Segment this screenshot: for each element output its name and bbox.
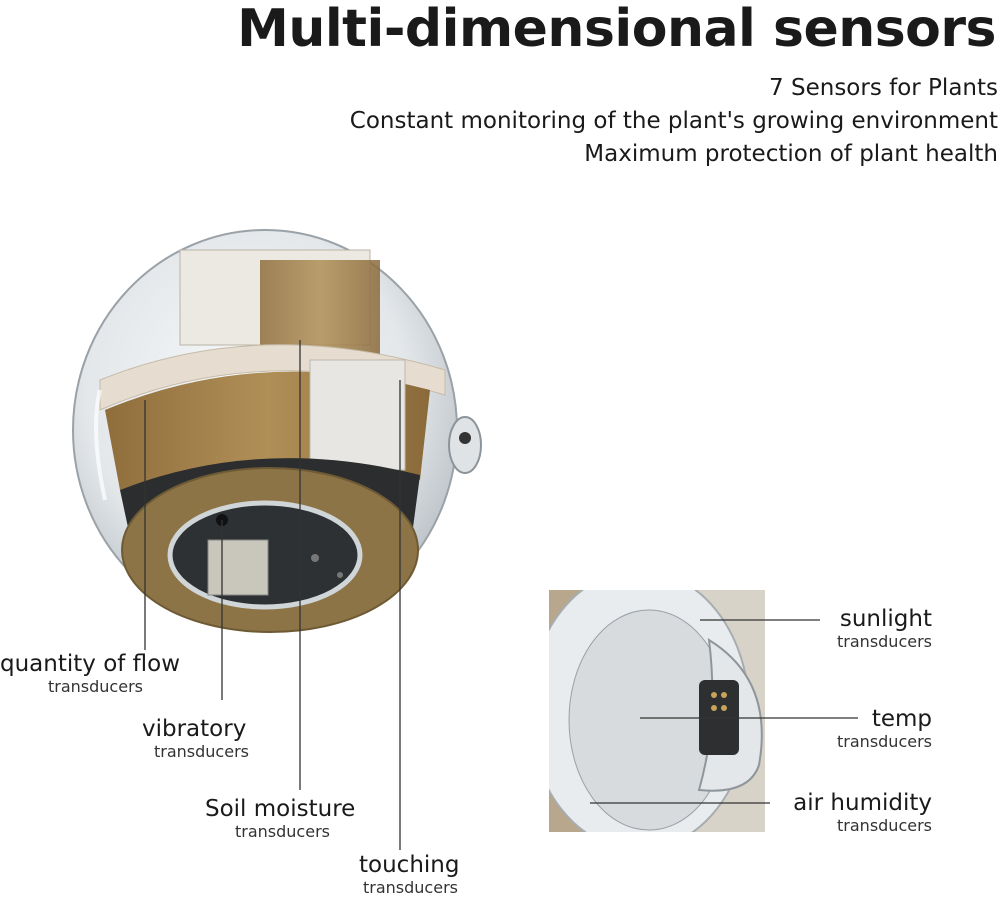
label-humidity-title: air humidity (793, 790, 932, 816)
label-soil: Soil moisture transducers (205, 796, 355, 842)
label-flow-sub: transducers (48, 677, 143, 696)
label-temp-sub: transducers (837, 732, 932, 751)
label-soil-title: Soil moisture (205, 796, 356, 822)
label-vibratory-title: vibratory (142, 716, 247, 742)
label-touching-sub: transducers (363, 878, 458, 897)
sensor-device-illustration (72, 229, 482, 633)
sensor-closeup-photo (549, 590, 765, 832)
label-flow-title: quantity of flow (0, 651, 181, 677)
label-sunlight-title: sunlight (839, 606, 932, 632)
subtitle-protection: Maximum protection of plant health (584, 141, 998, 167)
label-touching: touching transducers (359, 852, 459, 898)
label-flow: quantity of flow transducers (0, 651, 180, 697)
label-vibratory-sub: transducers (154, 742, 249, 761)
label-temp: temp transducers (837, 706, 932, 752)
label-sunlight-sub: transducers (837, 632, 932, 651)
label-sunlight: sunlight transducers (837, 606, 932, 652)
subtitle-monitoring: Constant monitoring of the plant's growi… (349, 108, 998, 134)
label-humidity: air humidity transducers (793, 790, 932, 836)
label-touching-title: touching (359, 852, 460, 878)
page-title: Multi-dimensional sensors (237, 0, 996, 59)
label-vibratory: vibratory transducers (142, 716, 249, 762)
label-humidity-sub: transducers (837, 816, 932, 835)
label-temp-title: temp (871, 706, 932, 732)
label-soil-sub: transducers (235, 822, 330, 841)
subtitle-sensor-count: 7 Sensors for Plants (769, 75, 998, 101)
